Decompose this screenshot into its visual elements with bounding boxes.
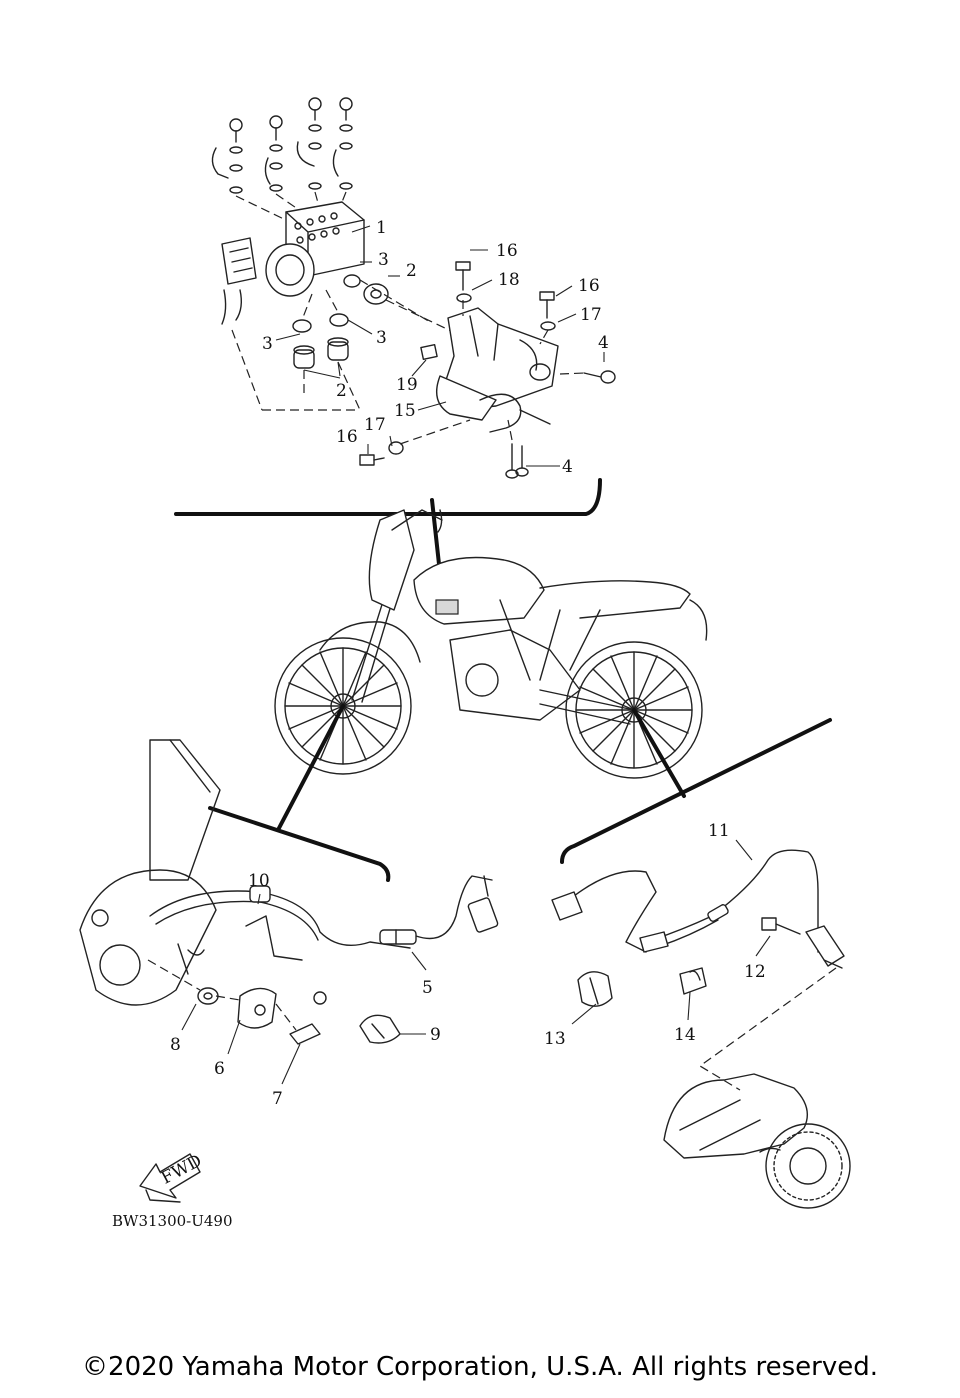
abs-bracket [420, 307, 559, 433]
callout-17: 17 [580, 305, 602, 325]
callout-16: 16 [336, 427, 358, 447]
callout-16: 16 [578, 276, 600, 296]
callout-16: 16 [496, 241, 518, 261]
diagram-code: BW31300-U490 [112, 1212, 233, 1230]
callout-9: 9 [430, 1025, 441, 1045]
callout-13: 13 [544, 1029, 566, 1049]
group-frame-rear [560, 718, 832, 864]
callout-18: 18 [498, 270, 520, 290]
callout-15: 15 [394, 401, 416, 421]
callout-numbers: 1 2 2 3 3 3 4 4 5 6 7 8 9 10 11 12 13 14… [170, 218, 766, 1109]
callout-1: 1 [376, 218, 387, 238]
hydraulic-unit [221, 201, 371, 325]
callout-3: 3 [378, 250, 389, 270]
callout-2: 2 [406, 261, 417, 281]
fwd-arrow: FWD [139, 1151, 205, 1203]
callout-8: 8 [170, 1035, 181, 1055]
callout-12: 12 [744, 962, 766, 982]
callout-17: 17 [364, 415, 386, 435]
bracket-bolts [359, 261, 616, 479]
parts-diagram: FWD 1 2 2 3 3 3 4 4 5 6 7 8 9 10 11 12 1… [79, 97, 851, 1230]
callout-7: 7 [272, 1089, 283, 1109]
group-frame-top [174, 478, 602, 516]
pointer-front [276, 704, 345, 832]
callout-6: 6 [214, 1059, 225, 1079]
motorcycle-illustration [274, 509, 708, 779]
callout-14: 14 [674, 1025, 696, 1045]
front-sensor-group [79, 739, 499, 1085]
group-frame-front [208, 806, 391, 882]
brake-line-bolts [211, 97, 353, 223]
rear-sensor-group [551, 839, 851, 1209]
callout-3: 3 [376, 328, 387, 348]
copyright-notice: ©2020 Yamaha Motor Corporation, U.S.A. A… [82, 1352, 878, 1382]
grommets [292, 274, 389, 369]
callout-4: 4 [598, 333, 609, 353]
pointer-rear [632, 708, 686, 798]
callout-11: 11 [708, 821, 730, 841]
callout-3: 3 [262, 334, 273, 354]
abs-unit-group [211, 97, 616, 479]
callout-4: 4 [562, 457, 573, 477]
callout-2: 2 [336, 381, 347, 401]
callout-10: 10 [248, 871, 270, 891]
callout-19: 19 [396, 375, 418, 395]
callout-5: 5 [422, 978, 433, 998]
